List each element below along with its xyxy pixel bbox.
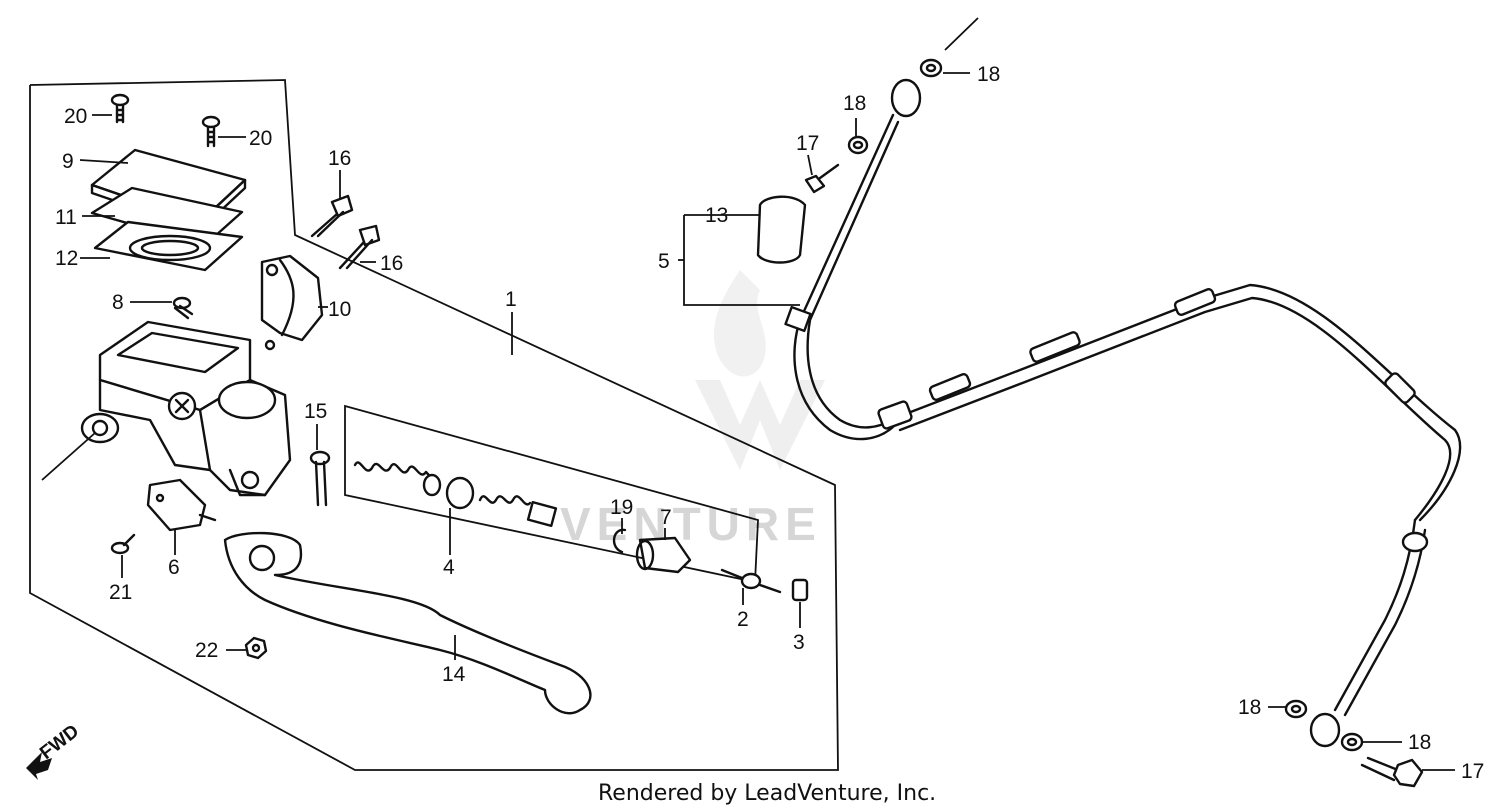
- lever-pivot-pin: [720, 568, 782, 594]
- fwd-label: FWD: [36, 721, 83, 764]
- lever-nut: [791, 578, 809, 602]
- washer-18-top: [919, 58, 943, 78]
- callout-8: 8: [112, 291, 124, 314]
- washer-18-upper: [847, 135, 869, 155]
- diaphragm: [93, 220, 244, 272]
- bolt-16-upper: [310, 194, 354, 238]
- callout-12: 12: [55, 247, 78, 270]
- piston-spring: [353, 461, 442, 497]
- oil-bolt-17-lower: [1360, 756, 1424, 788]
- assembly-outline: [29, 79, 839, 771]
- callout-16-lower: 16: [380, 252, 403, 275]
- oil-bolt-17-upper: [804, 163, 840, 194]
- footer-credit: Rendered by LeadVenture, Inc.: [598, 781, 936, 806]
- callout-22: 22: [195, 639, 218, 662]
- watermark-text: VENTURE: [560, 498, 822, 550]
- nut-22: [244, 636, 268, 660]
- callout-5: 5: [658, 250, 670, 273]
- callout-17-lower: 17: [1461, 760, 1484, 783]
- boot-7: [635, 536, 692, 574]
- clamp-holder: [260, 254, 324, 351]
- callout-15: 15: [304, 400, 327, 423]
- washer-18-lower-right: [1340, 732, 1364, 752]
- piston-cup: [445, 476, 475, 510]
- callout-4: 4: [443, 556, 455, 579]
- clutch-switch: [146, 478, 217, 532]
- callout-20-left: 20: [64, 105, 87, 128]
- callout-9: 9: [62, 150, 74, 173]
- piston: [478, 495, 558, 527]
- leader-lines: [79, 72, 1455, 771]
- callout-11: 11: [55, 206, 77, 229]
- callout-18-lower-right: 18: [1408, 731, 1431, 754]
- screw-21: [110, 533, 136, 555]
- callout-20-right: 20: [249, 127, 272, 150]
- callout-16-upper: 16: [328, 147, 351, 170]
- callout-18-top: 18: [977, 63, 1000, 86]
- callout-17-upper: 17: [796, 132, 819, 155]
- callout-18-upper: 18: [843, 92, 866, 115]
- fwd-arrow: [26, 752, 52, 780]
- callout-1: 1: [505, 288, 517, 311]
- callout-14: 14: [442, 663, 466, 686]
- clutch-hose: [784, 78, 1462, 748]
- callout-2: 2: [737, 608, 749, 631]
- callout-18-lower-left: 18: [1238, 696, 1261, 719]
- piston-kit-box: [344, 404, 759, 584]
- watermark-logo: [695, 270, 825, 470]
- callout-19: 19: [610, 496, 633, 519]
- callout-6: 6: [168, 556, 180, 579]
- callout-10: 10: [328, 298, 351, 321]
- washer-18-lower-left: [1284, 699, 1308, 719]
- hose-cover: [756, 195, 807, 264]
- callout-3: 3: [793, 631, 805, 654]
- callout-21: 21: [109, 581, 132, 604]
- master-cylinder-body: [80, 320, 292, 497]
- pivot-bolt-15: [309, 450, 331, 507]
- leader-body-arrow: [41, 432, 96, 481]
- screw-20-left: [110, 93, 130, 124]
- screw-20-right: [201, 115, 221, 148]
- callout-7: 7: [660, 506, 672, 529]
- callout-13: 13: [705, 204, 728, 227]
- screw-8: [172, 296, 194, 320]
- clutch-lever: [223, 531, 592, 715]
- leader-hose-arrow: [944, 17, 979, 51]
- bolt-16-lower: [338, 224, 381, 270]
